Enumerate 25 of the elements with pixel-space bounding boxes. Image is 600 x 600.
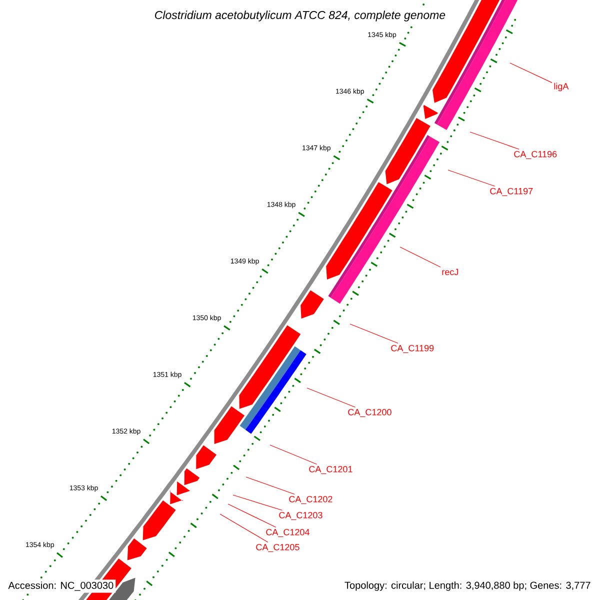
leader-line bbox=[400, 246, 441, 268]
leader-line bbox=[510, 62, 552, 83]
gene-label: CA_C1196 bbox=[514, 150, 557, 160]
gene-label: CA_C1202 bbox=[289, 496, 332, 504]
leader-line bbox=[350, 324, 398, 344]
gene-label: CA_C1201 bbox=[309, 466, 352, 474]
gene-label: ligA bbox=[554, 82, 569, 92]
topology-label: Topology: circular; Length: 3,940,880 bp; Genes: 3,777 bbox=[342, 580, 593, 593]
gene-label: CA_C1200 bbox=[348, 408, 392, 418]
title: Clostridium acetobutylicum ATCC 824, complete genome bbox=[151, 8, 449, 24]
gene-label: CA_C1204 bbox=[266, 528, 310, 538]
leader-line bbox=[246, 476, 295, 495]
leader-line bbox=[220, 514, 268, 543]
leader-line bbox=[306, 388, 356, 408]
accession-label: Accession: NC_003030 bbox=[6, 580, 116, 593]
gene-label: CA_C1203 bbox=[279, 512, 322, 520]
gene-label: CA_C1197 bbox=[490, 188, 533, 196]
leader-line bbox=[232, 494, 283, 511]
gene-label: CA_C1205 bbox=[256, 544, 300, 552]
gene-label: recJ bbox=[442, 268, 458, 276]
leader-line bbox=[270, 444, 318, 465]
leader-line bbox=[470, 132, 520, 150]
leader-line bbox=[228, 504, 276, 528]
gene-label: CA_C1199 bbox=[391, 344, 434, 354]
leader-line bbox=[448, 170, 496, 187]
